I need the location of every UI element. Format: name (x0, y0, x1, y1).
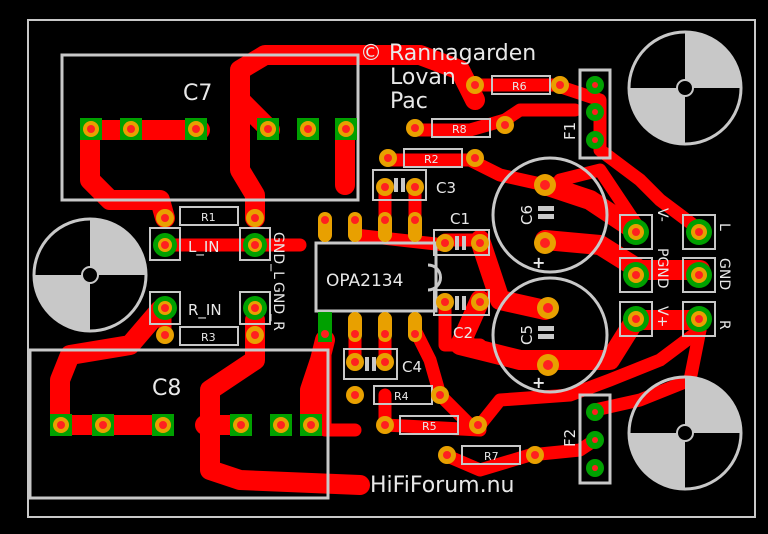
ic-notch (427, 263, 442, 292)
label-r8: R8 (452, 123, 467, 136)
out-r-pad-box (682, 301, 716, 337)
label-c3: C3 (436, 179, 456, 197)
copyright-line1: © Rannagarden (360, 41, 536, 66)
r3-body (179, 326, 239, 346)
gnd-r-pad-box (239, 291, 271, 325)
label-r7: R7 (484, 450, 499, 463)
l-in-pad-box (149, 227, 181, 261)
r1-body (179, 206, 239, 226)
cap-symbols: + + (365, 178, 554, 392)
label-c8: C8 (152, 376, 181, 401)
pads (50, 76, 712, 477)
label-ic: OPA2134 (326, 271, 403, 291)
label-out-gnd: GND (716, 258, 732, 290)
c4-outline (343, 348, 398, 380)
f2-outline (578, 393, 612, 485)
label-c2: C2 (453, 324, 473, 342)
c2-outline (433, 289, 490, 316)
label-gnd-l: GND_L (270, 232, 286, 279)
ic-pins (318, 212, 422, 342)
r5-body (399, 415, 459, 435)
copyright-line2: Lovan (390, 65, 456, 90)
c1-outline (433, 229, 490, 256)
f1-outline (578, 68, 612, 160)
label-c5: C5 (518, 325, 536, 345)
component-pads (156, 76, 569, 464)
r8-body (431, 118, 491, 138)
r6-body (491, 75, 551, 95)
out-gnd-pad-box (682, 257, 716, 293)
c8-pads (50, 414, 322, 436)
r-in-pad-box (149, 291, 181, 325)
label-out-r: R (716, 320, 732, 330)
label-c7: C7 (183, 81, 212, 106)
label-out-l: L (716, 223, 732, 231)
mounting-hole-top-right (627, 30, 743, 146)
r7-body (461, 445, 521, 465)
gnd-l-pad-box (239, 227, 271, 261)
label-l-in: L_IN (188, 238, 220, 257)
svg-text:+: + (532, 373, 545, 392)
c5-outline (491, 276, 609, 394)
label-c1: C1 (450, 210, 470, 228)
out-l-pad-box (682, 214, 716, 250)
watermark: HiFiForum.nu (370, 473, 514, 498)
label-f1: F1 (561, 122, 579, 140)
label-r3: R3 (201, 331, 216, 344)
label-c4: C4 (402, 358, 422, 376)
c7-pads (80, 118, 357, 140)
label-v-minus: V- (654, 208, 670, 222)
board-outline (27, 19, 756, 518)
io-pads (153, 219, 712, 332)
label-c6: C6 (518, 205, 536, 225)
pgnd-pad-box (619, 257, 653, 293)
label-f2: F2 (561, 429, 579, 447)
mounting-hole-left (32, 217, 148, 333)
label-gnd-r: GND_R (270, 282, 286, 331)
svg-text:+: + (532, 253, 545, 272)
mounting-hole-bottom-right (627, 375, 743, 491)
c7-outline (60, 53, 360, 202)
label-r6: R6 (512, 80, 527, 93)
label-r1: R1 (201, 211, 216, 224)
v-minus-pad-box (619, 214, 653, 250)
header-pins (586, 76, 604, 477)
label-r5: R5 (422, 420, 437, 433)
silkscreen-labels: © Rannagarden Lovan Pac HiFiForum.nu C7 … (152, 41, 732, 498)
c8-outline (28, 348, 330, 500)
label-pgnd: PGND (654, 248, 670, 289)
v-plus-pad-box (619, 301, 653, 337)
silkscreen (28, 53, 716, 500)
copyright-line3: Pac (390, 89, 428, 114)
c6-outline (491, 156, 609, 274)
label-r2: R2 (424, 153, 439, 166)
ic-outline (314, 241, 438, 313)
c3-outline (372, 169, 427, 201)
label-r4: R4 (394, 390, 409, 403)
label-v-plus: V+ (654, 306, 670, 327)
r2-body (403, 148, 463, 168)
label-r-in: R_IN (188, 301, 222, 320)
